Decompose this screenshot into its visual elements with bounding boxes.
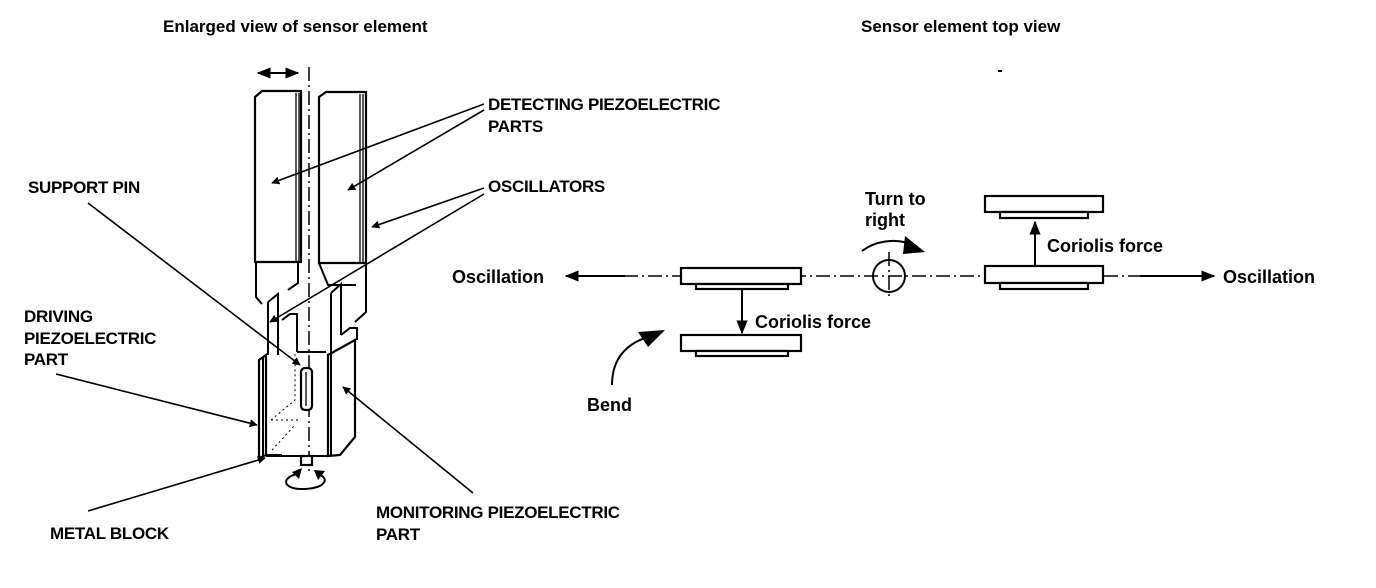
label-coriolis-left: Coriolis force <box>755 312 871 332</box>
left-element-at-rest <box>679 266 803 291</box>
pin-stub <box>299 454 314 467</box>
monitoring-piezo-part <box>326 338 357 458</box>
left-panel-title: Enlarged view of sensor element <box>163 17 428 36</box>
right-element-at-rest <box>983 264 1105 291</box>
leader-lines <box>55 103 485 512</box>
left-element-bent <box>679 333 803 358</box>
label-metal-block: METAL BLOCK <box>50 524 170 543</box>
label-support-pin: SUPPORT PIN <box>28 178 140 197</box>
label-bend: Bend <box>587 395 632 415</box>
rotation-arrow-icon <box>285 468 326 491</box>
label-driving-line2: PIEZOELECTRIC <box>24 329 156 348</box>
label-oscillation-right: Oscillation <box>1223 267 1315 287</box>
label-monitoring-line1: MONITORING PIEZOELECTRIC <box>376 503 620 522</box>
label-detecting-piezo-line2: PARTS <box>488 117 543 136</box>
rotation-axis-circle-icon <box>872 252 906 300</box>
label-monitoring-line2: PART <box>376 525 421 544</box>
bend-arrow-icon <box>611 330 665 386</box>
sensor-element-drawing <box>253 67 368 491</box>
label-turn-line2: right <box>865 210 905 230</box>
label-coriolis-right: Coriolis force <box>1047 236 1163 256</box>
label-oscillation-left: Oscillation <box>452 267 544 287</box>
label-driving-line1: DRIVING <box>24 307 93 326</box>
label-oscillators: OSCILLATORS <box>488 177 605 196</box>
label-driving-line3: PART <box>24 350 69 369</box>
turn-right-arrow-icon <box>861 236 925 254</box>
label-detecting-piezo-line1: DETECTING PIEZOELECTRIC <box>488 95 720 114</box>
right-detecting-plate <box>317 90 368 265</box>
left-detecting-plate <box>253 89 303 264</box>
stray-mark <box>998 70 1002 72</box>
right-panel-title: Sensor element top view <box>861 17 1061 36</box>
right-element-bent <box>983 194 1105 220</box>
label-turn-line1: Turn to <box>865 189 926 209</box>
